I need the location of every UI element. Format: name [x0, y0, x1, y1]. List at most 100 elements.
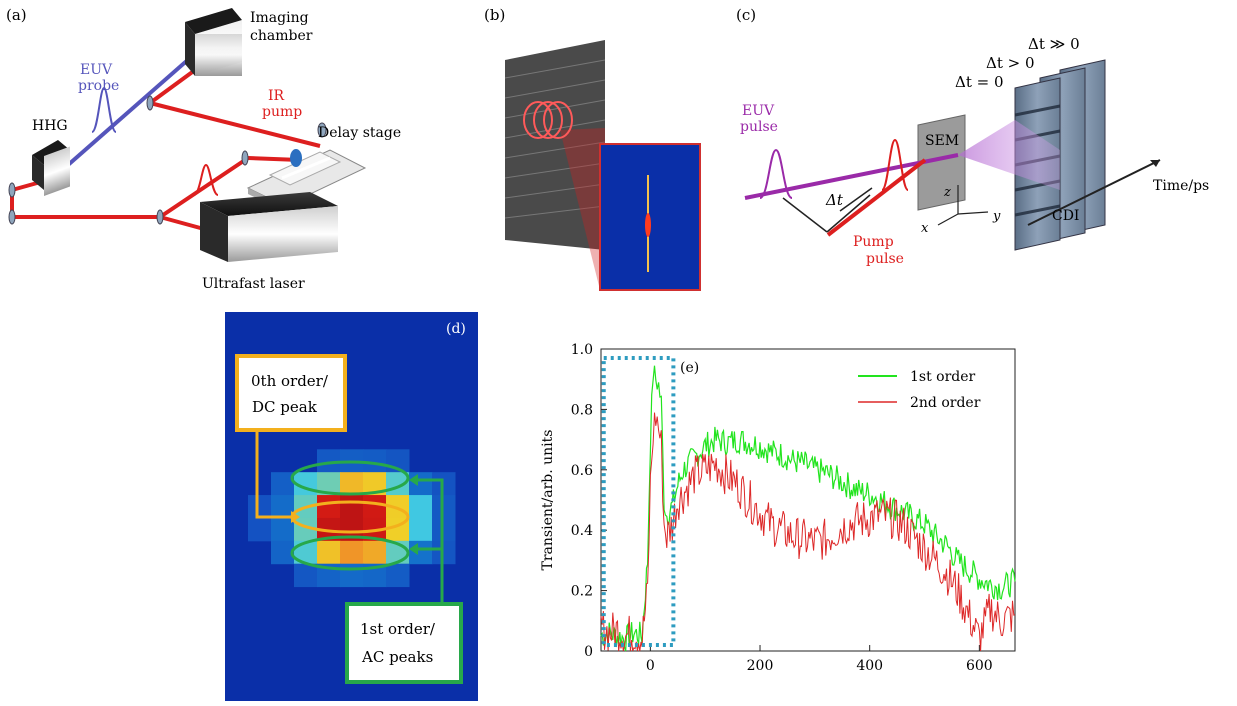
- ultrafast-laser-label: Ultrafast laser: [202, 276, 305, 292]
- ac-callout-arrowhead-top: [409, 474, 418, 486]
- heatmap-cell: [432, 495, 456, 519]
- time-axis: [1027, 159, 1161, 226]
- ir-pump-label-2: pump: [262, 104, 302, 120]
- grating-lines: [504, 59, 606, 219]
- euv-beam: [58, 56, 192, 174]
- sem-plate: [917, 114, 966, 211]
- mirror-icon: [8, 182, 16, 198]
- heatmap-cell: [432, 517, 456, 542]
- heatmap-cell: [340, 563, 364, 588]
- heatmap-cell: [340, 495, 364, 519]
- panel-c: (c) Δt ≫ 0 Δt > 0 Δt = 0: [736, 6, 1209, 267]
- mirror-icon: [317, 122, 327, 138]
- time-axis-arrowhead: [1150, 160, 1160, 167]
- plot-area-frame: [600, 348, 1016, 652]
- heatmap-cell: [340, 472, 364, 496]
- y-axis: [957, 211, 989, 215]
- heatmap-cell: [271, 495, 295, 519]
- dc-peak-callout: [235, 354, 347, 432]
- dc-callout-line-1: 0th order/: [251, 372, 329, 390]
- x-tick-label: 600: [966, 658, 993, 674]
- series-group: [600, 365, 1016, 652]
- ir-pulse-shape: [193, 163, 219, 196]
- heatmap-cell: [363, 540, 387, 565]
- dc-callout-leader: [255, 430, 291, 519]
- delay-arrow: [839, 187, 873, 212]
- y-axis-label: y: [992, 209, 1001, 224]
- legend-label-2nd-order: 2nd order: [910, 395, 981, 411]
- heatmap-cell: [363, 472, 387, 496]
- pump-pulse-label-1: Pump: [853, 234, 894, 250]
- x-axis: [937, 213, 959, 226]
- hhg-box: [32, 140, 70, 196]
- ac-peak-ellipse-bottom: [290, 535, 410, 571]
- delta-t-label: Δt: [825, 191, 844, 209]
- pump-pulse-label-2: pulse: [866, 251, 904, 267]
- euv-pulse-label-1: EUV: [742, 103, 775, 119]
- heatmap-cell: [409, 540, 433, 565]
- probe-rings: [523, 101, 573, 139]
- euv-pulse-label-2: pulse: [740, 119, 778, 135]
- time-axis-label: Time/ps: [1153, 178, 1209, 194]
- mirror-icon: [8, 209, 16, 225]
- ac-peak-ellipse-top: [290, 460, 410, 496]
- heatmap-cell: [317, 472, 341, 496]
- heatmap-cell: [409, 517, 433, 542]
- euv-pulse-shape: [759, 148, 793, 199]
- heatmap-cell: [432, 472, 456, 496]
- panel-e-label: (e): [680, 360, 699, 376]
- panel-a-label: (a): [6, 6, 27, 24]
- scatter-cone: [958, 120, 1060, 190]
- heatmap-cell: [271, 472, 295, 496]
- x-tick-label: 0: [646, 658, 655, 674]
- sample-grating: [505, 40, 605, 250]
- y-axis-title: Transient/arb. units: [540, 430, 556, 571]
- ac-callout-line-2: AC peaks: [361, 648, 433, 666]
- diffraction-cone: [560, 128, 605, 290]
- heatmap-cell: [248, 495, 272, 519]
- dt-zero-label: Δt = 0: [955, 73, 1004, 91]
- panel-d: (d) 0th order/ DC peak 1st order/ AC pea…: [225, 312, 478, 701]
- heatmap-cell: [294, 563, 318, 588]
- pump-pulse-shape: [881, 138, 909, 191]
- heatmap-cell: [363, 495, 387, 519]
- y-tick-label: 0.6: [571, 463, 593, 479]
- panel-b-label: (b): [484, 6, 505, 24]
- ac-callout-line-1: 1st order/: [360, 620, 436, 638]
- mirror-icon: [241, 150, 249, 166]
- imaging-chamber-label-2: chamber: [250, 28, 313, 44]
- panel-c-label: (c): [736, 6, 756, 24]
- heatmap-cell: [294, 540, 318, 565]
- y-tick-label: 1.0: [571, 342, 593, 358]
- z-axis-label: z: [943, 185, 951, 200]
- ir-pump-label-1: IR: [268, 88, 285, 104]
- delay-stage-label: Delay stage: [318, 125, 401, 141]
- heatmap-cell: [409, 472, 433, 496]
- sem-label: SEM: [925, 133, 959, 149]
- mirror-icon: [156, 209, 164, 225]
- heatmap-cell: [317, 540, 341, 565]
- dc-callout-line-2: DC peak: [252, 398, 318, 416]
- heatmap-cell: [271, 517, 295, 542]
- mirror-icon: [146, 95, 154, 111]
- y-tick-label: 0.4: [571, 523, 593, 539]
- y-tick-label: 0.8: [571, 402, 593, 418]
- imaging-chamber-label-1: Imaging: [250, 10, 309, 26]
- y-tick-label: 0.2: [571, 584, 593, 600]
- hhg-label: HHG: [32, 118, 68, 134]
- heatmap-cell: [317, 495, 341, 519]
- ac-callout-arrowhead-bottom: [409, 543, 418, 555]
- dt-much-greater-label: Δt ≫ 0: [1028, 35, 1080, 53]
- imaging-chamber-box: [185, 8, 242, 76]
- panel-b: (b): [484, 6, 701, 291]
- dt-greater-label: Δt > 0: [986, 54, 1035, 72]
- euv-pulse-shape: [91, 86, 117, 133]
- x-axis-label: x: [921, 221, 929, 236]
- ac-peak-callout: [345, 602, 463, 684]
- heatmap-cell: [363, 449, 387, 473]
- ir-pump-beam: [149, 101, 321, 148]
- heatmap-cell: [340, 540, 364, 565]
- heatmap-cell: [386, 563, 410, 588]
